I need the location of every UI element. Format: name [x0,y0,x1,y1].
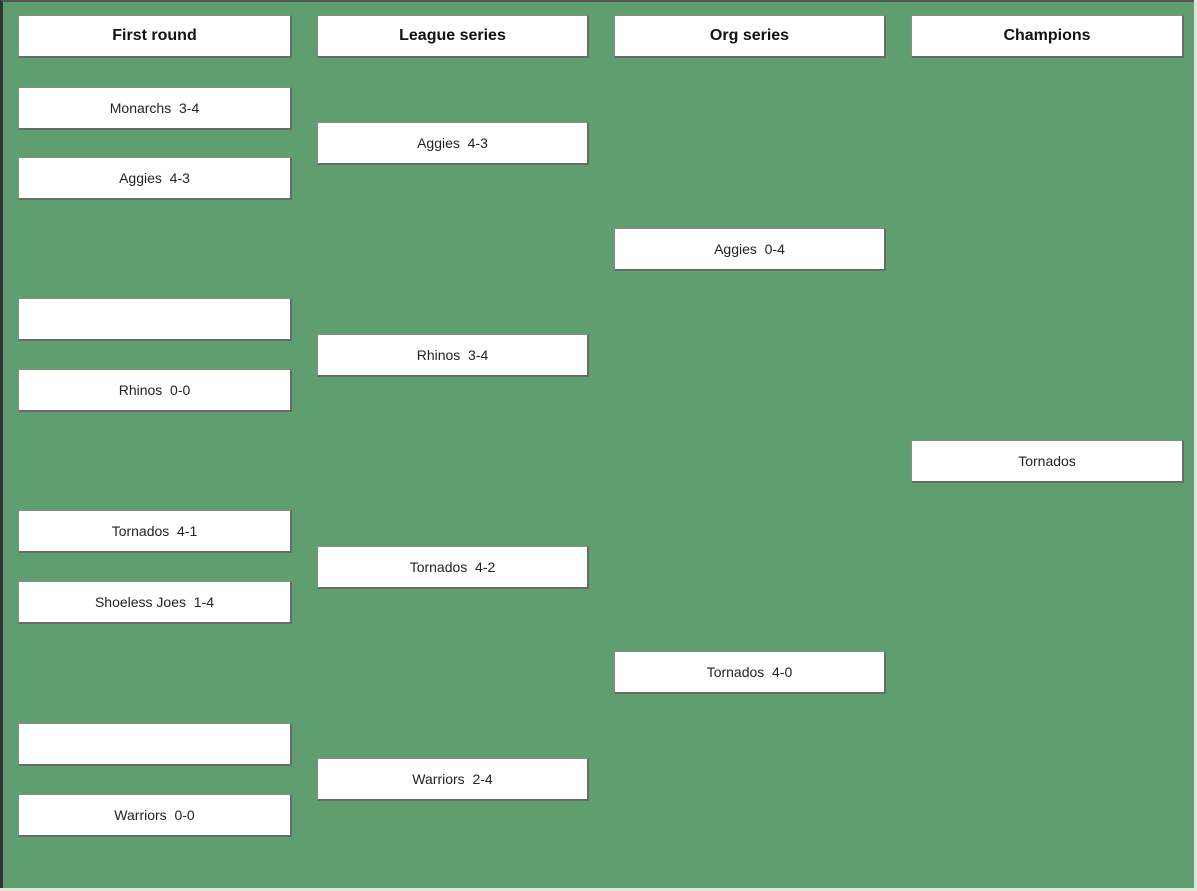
header-first-round: First round [18,15,292,58]
first-round-slot[interactable]: Monarchs 3-4 [18,87,292,130]
league-series-slot[interactable]: Rhinos 3-4 [317,334,589,377]
first-round-slot[interactable] [18,723,292,766]
header-league-series: League series [317,15,589,58]
first-round-slot[interactable]: Shoeless Joes 1-4 [18,581,292,624]
org-series-slot[interactable]: Aggies 0-4 [614,228,886,271]
league-series-slot[interactable]: Warriors 2-4 [317,758,589,801]
org-series-slot[interactable]: Tornados 4-0 [614,651,886,694]
first-round-slot[interactable]: Warriors 0-0 [18,794,292,837]
header-champions: Champions [911,15,1184,58]
header-org-series: Org series [614,15,886,58]
first-round-slot[interactable]: Rhinos 0-0 [18,369,292,412]
first-round-slot[interactable]: Aggies 4-3 [18,157,292,200]
champion-slot[interactable]: Tornados [911,440,1184,483]
first-round-slot[interactable] [18,298,292,341]
league-series-slot[interactable]: Aggies 4-3 [317,122,589,165]
league-series-slot[interactable]: Tornados 4-2 [317,546,589,589]
first-round-slot[interactable]: Tornados 4-1 [18,510,292,553]
